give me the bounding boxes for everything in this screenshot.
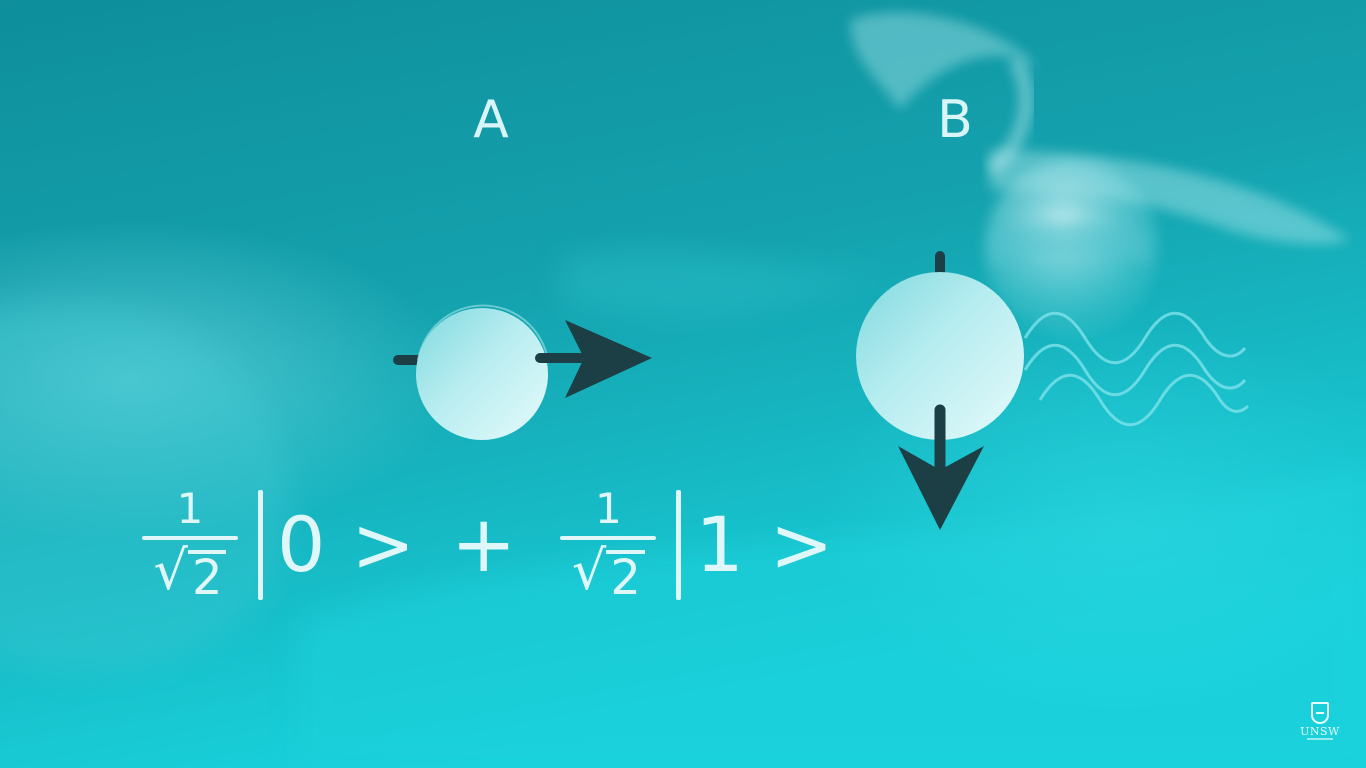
particle-b-label: B: [937, 90, 973, 150]
numerator: 1: [176, 484, 204, 533]
unsw-logo: UNSW: [1300, 702, 1340, 752]
spin-b-icon: [856, 251, 1024, 530]
ket-bar: [676, 490, 682, 600]
sqrt-icon: √: [153, 539, 188, 602]
fraction-term-2: 1 √2: [558, 488, 658, 602]
numerator: 1: [595, 484, 622, 533]
radicand: 2: [606, 550, 645, 602]
particle-a-label: A: [473, 90, 509, 150]
wave-icon: [1023, 311, 1250, 427]
logo-underline: [1307, 738, 1333, 740]
denominator: √2: [572, 540, 645, 602]
superposition-formula: 1 √2 0 > + 1 √2 1 >: [140, 470, 833, 620]
ket-bar: [258, 490, 263, 600]
logo-wordmark: UNSW: [1300, 725, 1340, 738]
ket-value: 1: [695, 500, 744, 589]
ket-term-1: 0 >: [248, 490, 415, 600]
ghost-particle: [850, 12, 1350, 336]
fraction-term-1: 1 √2: [140, 488, 240, 602]
ket-term-2: 1 >: [666, 490, 833, 600]
spin-a-icon: [393, 304, 652, 440]
denominator: √2: [154, 540, 227, 602]
ket-close: >: [351, 500, 416, 589]
radicand: 2: [187, 550, 227, 602]
ket-close: >: [769, 500, 834, 589]
ket-value: 0: [277, 500, 326, 589]
fraction-bar: [560, 536, 657, 540]
background-swoosh: [0, 220, 1366, 768]
plus-operator: +: [451, 500, 517, 590]
sqrt-icon: √: [571, 539, 607, 602]
fraction-bar: [142, 536, 238, 540]
unsw-crest-icon: [1311, 702, 1329, 724]
